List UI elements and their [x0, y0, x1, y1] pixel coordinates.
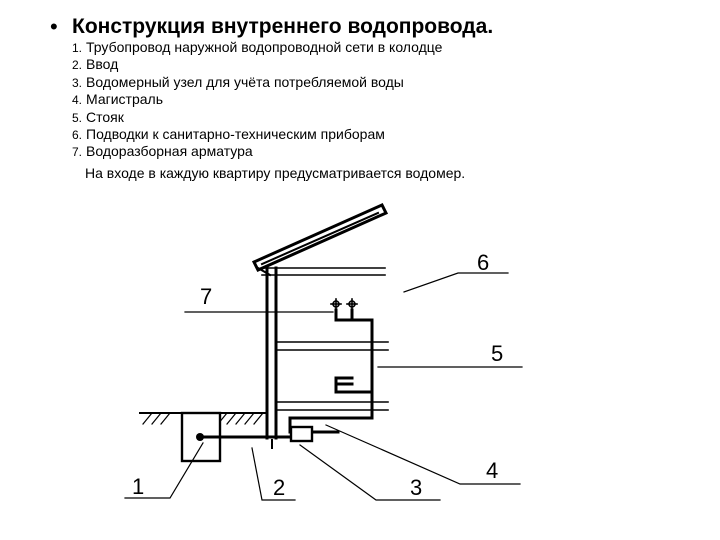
item-text: Стояк — [86, 108, 124, 125]
component-list: 1.Трубопровод наружной водопроводной сет… — [72, 39, 442, 161]
water-meter — [289, 425, 314, 443]
item-number: 2. — [72, 58, 83, 73]
note-text: На входе в каждую квартиру предусматрива… — [85, 165, 466, 181]
water-pipes — [200, 308, 374, 439]
roof — [251, 203, 389, 277]
label-4: 4 — [486, 458, 498, 483]
bullet-marker: • — [50, 14, 58, 39]
floor-slabs — [261, 267, 389, 411]
item-number: 6. — [72, 128, 83, 143]
item-number: 3. — [72, 75, 83, 90]
label-2: 2 — [273, 475, 285, 500]
item-number: 1. — [72, 41, 83, 55]
leader-lines — [124, 272, 523, 501]
list-item: 3.Водомерный узел для учёта потребляемой… — [72, 74, 442, 91]
label-1: 1 — [132, 474, 144, 499]
list-item: 1.Трубопровод наружной водопроводной сет… — [72, 39, 442, 56]
label-7: 7 — [200, 284, 212, 309]
label-5: 5 — [491, 341, 503, 366]
item-text: Ввод — [86, 56, 119, 73]
item-text: Трубопровод наружной водопроводной сети … — [86, 39, 443, 55]
list-item: 5.Стояк — [72, 109, 442, 126]
item-text: Водомерный узел для учёта потребляемой в… — [86, 73, 404, 90]
building-wall — [265, 266, 278, 449]
label-3: 3 — [410, 475, 422, 500]
list-item: 2.Ввод — [72, 56, 442, 73]
well-pipe-node — [196, 433, 204, 441]
item-number: 5. — [72, 110, 83, 125]
label-6: 6 — [477, 250, 489, 275]
item-number: 4. — [72, 93, 83, 108]
list-item: 7.Водоразборная арматура — [72, 143, 442, 160]
item-text: Подводки к санитарно-техническим прибора… — [86, 126, 385, 143]
faucet-icon — [330, 298, 358, 310]
slide-title: Конструкция внутреннего водопровода. — [72, 15, 494, 38]
list-item: 6.Подводки к санитарно-техническим прибо… — [72, 126, 442, 143]
item-text: Магистраль — [86, 91, 163, 108]
list-item: 4.Магистраль — [72, 91, 442, 108]
item-text: Водоразборная арматура — [86, 143, 253, 160]
item-number: 7. — [72, 145, 83, 160]
